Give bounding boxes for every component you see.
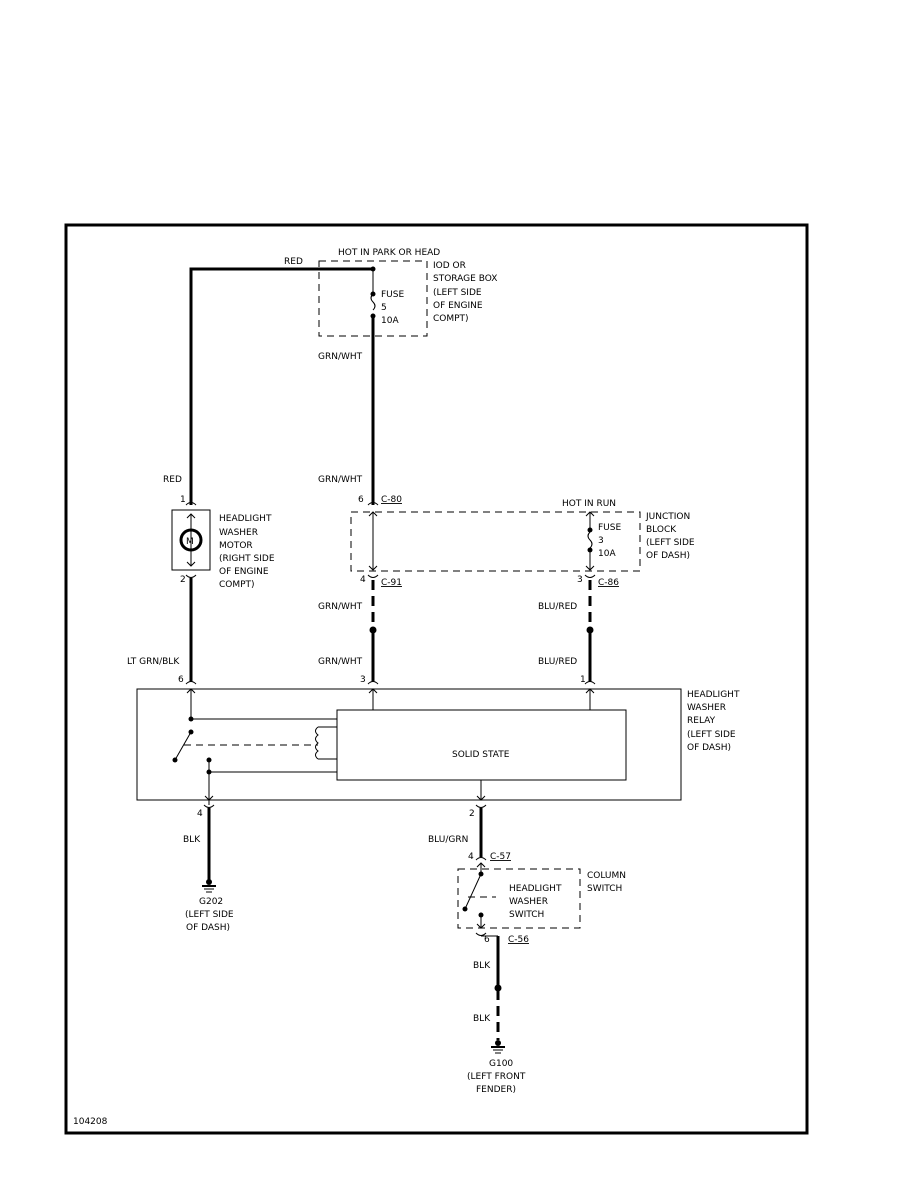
connector-c80: C-80	[381, 495, 402, 505]
grn-wht-label-2: GRN/WHT	[318, 475, 363, 485]
motor-symbol: M	[186, 537, 194, 547]
switch-pin-6: 6	[484, 935, 490, 945]
svg-text:COLUMN: COLUMN	[587, 871, 626, 881]
jb-pin-6: 6	[358, 495, 364, 505]
svg-text:OF ENGINE: OF ENGINE	[433, 301, 483, 311]
relay-pin-3: 3	[360, 675, 366, 685]
grn-wht-label-4: GRN/WHT	[318, 657, 363, 667]
jb-pin-3: 3	[577, 575, 583, 585]
svg-text:FUSE: FUSE	[598, 523, 621, 533]
fuse-5: FUSE 5 10A	[370, 266, 404, 326]
column-switch-label: COLUMN SWITCH	[587, 871, 626, 894]
ground-g100-label: G100 (LEFT FRONT FENDER)	[467, 1059, 526, 1095]
junction-block-outline	[350, 511, 641, 572]
relay-pin-1: 1	[580, 675, 586, 685]
hot-in-park-label: HOT IN PARK OR HEAD	[338, 248, 440, 258]
red-wire	[189, 267, 373, 505]
switch-contact-arm	[464, 873, 482, 910]
fuse-3: FUSE 3 10A	[585, 511, 621, 571]
svg-text:OF DASH): OF DASH)	[687, 743, 731, 753]
svg-text:IOD OR: IOD OR	[433, 261, 466, 271]
svg-text:COMPT): COMPT)	[219, 580, 255, 590]
svg-text:OF DASH): OF DASH)	[186, 923, 230, 933]
blk-label-2: BLK	[473, 961, 491, 971]
svg-text:SWITCH: SWITCH	[587, 884, 622, 894]
svg-text:STORAGE BOX: STORAGE BOX	[433, 274, 497, 284]
connector-c91: C-91	[381, 578, 402, 588]
motor-pin-2: 2	[180, 575, 186, 585]
blu-red-label-1: BLU/RED	[538, 602, 577, 612]
connector-c56: C-56	[508, 935, 529, 945]
grn-wht-label-1: GRN/WHT	[318, 352, 363, 362]
svg-text:HEADLIGHT: HEADLIGHT	[219, 514, 272, 524]
relay-label: HEADLIGHT WASHER RELAY (LEFT SIDE OF DAS…	[687, 690, 740, 753]
junction-block-label: JUNCTION BLOCK (LEFT SIDE OF DASH)	[645, 512, 695, 561]
solid-state-label: SOLID STATE	[452, 750, 510, 760]
svg-text:COMPT): COMPT)	[433, 314, 469, 324]
diagram-frame	[64, 223, 809, 1135]
grn-wht-label-3: GRN/WHT	[318, 602, 363, 612]
svg-text:FUSE: FUSE	[381, 290, 404, 300]
switch-pin-4: 4	[468, 852, 474, 862]
column-switch-inner-label: HEADLIGHT WASHER SWITCH	[509, 884, 562, 920]
lt-grn-blk-label: LT GRN/BLK	[127, 657, 180, 667]
column-switch-outline	[457, 868, 581, 929]
relay-pin-4: 4	[197, 809, 203, 819]
svg-text:OF ENGINE: OF ENGINE	[219, 567, 269, 577]
svg-text:RELAY: RELAY	[687, 716, 716, 726]
relay-box	[136, 688, 682, 801]
svg-text:5: 5	[381, 303, 387, 313]
connector-c57: C-57	[490, 852, 511, 862]
svg-text:OF DASH): OF DASH)	[646, 551, 690, 561]
svg-text:10A: 10A	[598, 549, 616, 559]
red-wire-label: RED	[163, 475, 182, 485]
svg-text:JUNCTION: JUNCTION	[645, 512, 690, 522]
motor-pin-1: 1	[180, 495, 186, 505]
relay-pin-2: 2	[469, 809, 475, 819]
ground-g202-label: G202 (LEFT SIDE OF DASH)	[185, 897, 234, 933]
svg-text:HEADLIGHT: HEADLIGHT	[687, 690, 740, 700]
blk-label-1: BLK	[183, 835, 201, 845]
svg-text:(LEFT SIDE: (LEFT SIDE	[687, 730, 736, 740]
ground-g202-icon	[202, 879, 216, 893]
blu-red-label-2: BLU/RED	[538, 657, 577, 667]
ground-g100-icon	[491, 1040, 505, 1054]
svg-text:SWITCH: SWITCH	[509, 910, 544, 920]
solid-state-module	[336, 709, 627, 781]
relay-contact-arm	[174, 731, 192, 761]
svg-text:(LEFT SIDE: (LEFT SIDE	[646, 538, 695, 548]
svg-text:WASHER: WASHER	[687, 703, 726, 713]
motor-icon	[179, 528, 203, 552]
svg-text:WASHER: WASHER	[509, 897, 548, 907]
svg-text:(LEFT SIDE: (LEFT SIDE	[185, 910, 234, 920]
svg-text:G202: G202	[199, 897, 223, 907]
jb-pin-4: 4	[360, 575, 366, 585]
svg-text:MOTOR: MOTOR	[219, 541, 253, 551]
motor-box	[171, 509, 211, 571]
relay-pin-6: 6	[178, 675, 184, 685]
svg-text:BLOCK: BLOCK	[646, 525, 677, 535]
svg-text:(RIGHT SIDE: (RIGHT SIDE	[219, 554, 275, 564]
svg-text:(LEFT FRONT: (LEFT FRONT	[467, 1072, 526, 1082]
motor-label: HEADLIGHT WASHER MOTOR (RIGHT SIDE OF EN…	[219, 514, 275, 590]
svg-text:WASHER: WASHER	[219, 528, 258, 538]
svg-text:HEADLIGHT: HEADLIGHT	[509, 884, 562, 894]
red-wire-label-top: RED	[284, 257, 303, 267]
blu-grn-label: BLU/GRN	[428, 835, 468, 845]
connector-c86: C-86	[598, 578, 619, 588]
svg-text:G100: G100	[489, 1059, 513, 1069]
figure-id: 104208	[73, 1117, 108, 1127]
blk-label-3: BLK	[473, 1014, 491, 1024]
svg-text:10A: 10A	[381, 316, 399, 326]
hot-in-run-label: HOT IN RUN	[562, 499, 616, 509]
iod-storage-box-outline	[318, 260, 428, 337]
svg-text:3: 3	[598, 536, 604, 546]
relay-coil-icon	[315, 726, 319, 760]
svg-text:FENDER): FENDER)	[476, 1085, 516, 1095]
svg-text:(LEFT SIDE: (LEFT SIDE	[433, 288, 482, 298]
iod-box-label: IOD OR STORAGE BOX (LEFT SIDE OF ENGINE …	[433, 261, 497, 324]
